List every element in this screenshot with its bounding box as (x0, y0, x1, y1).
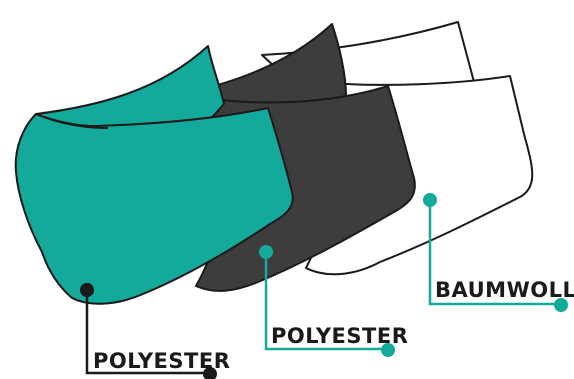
white-layer-label: BAUMWOLLE (435, 278, 574, 302)
teal-layer-end-dot (203, 367, 217, 379)
teal-mask-back-panel (35, 45, 225, 135)
teal-mask-fold-seam (35, 113, 109, 129)
white-layer-end-dot (554, 298, 568, 312)
callout-dark-layer: POLYESTER (259, 245, 408, 357)
teal-layer-label: POLYESTER (93, 349, 230, 373)
teal-mask-front-panel (14, 107, 294, 305)
callout-teal-layer: POLYESTER (80, 283, 230, 379)
teal-layer-leader-line (85, 290, 210, 375)
dark-layer-leader-line (264, 252, 388, 351)
callout-white-layer: BAUMWOLLE (423, 193, 574, 312)
white-layer-leader-line (428, 200, 558, 306)
teal-mask-layer (14, 45, 294, 305)
dark-layer-end-dot (381, 343, 395, 357)
dark-layer-label: POLYESTER (271, 324, 408, 348)
